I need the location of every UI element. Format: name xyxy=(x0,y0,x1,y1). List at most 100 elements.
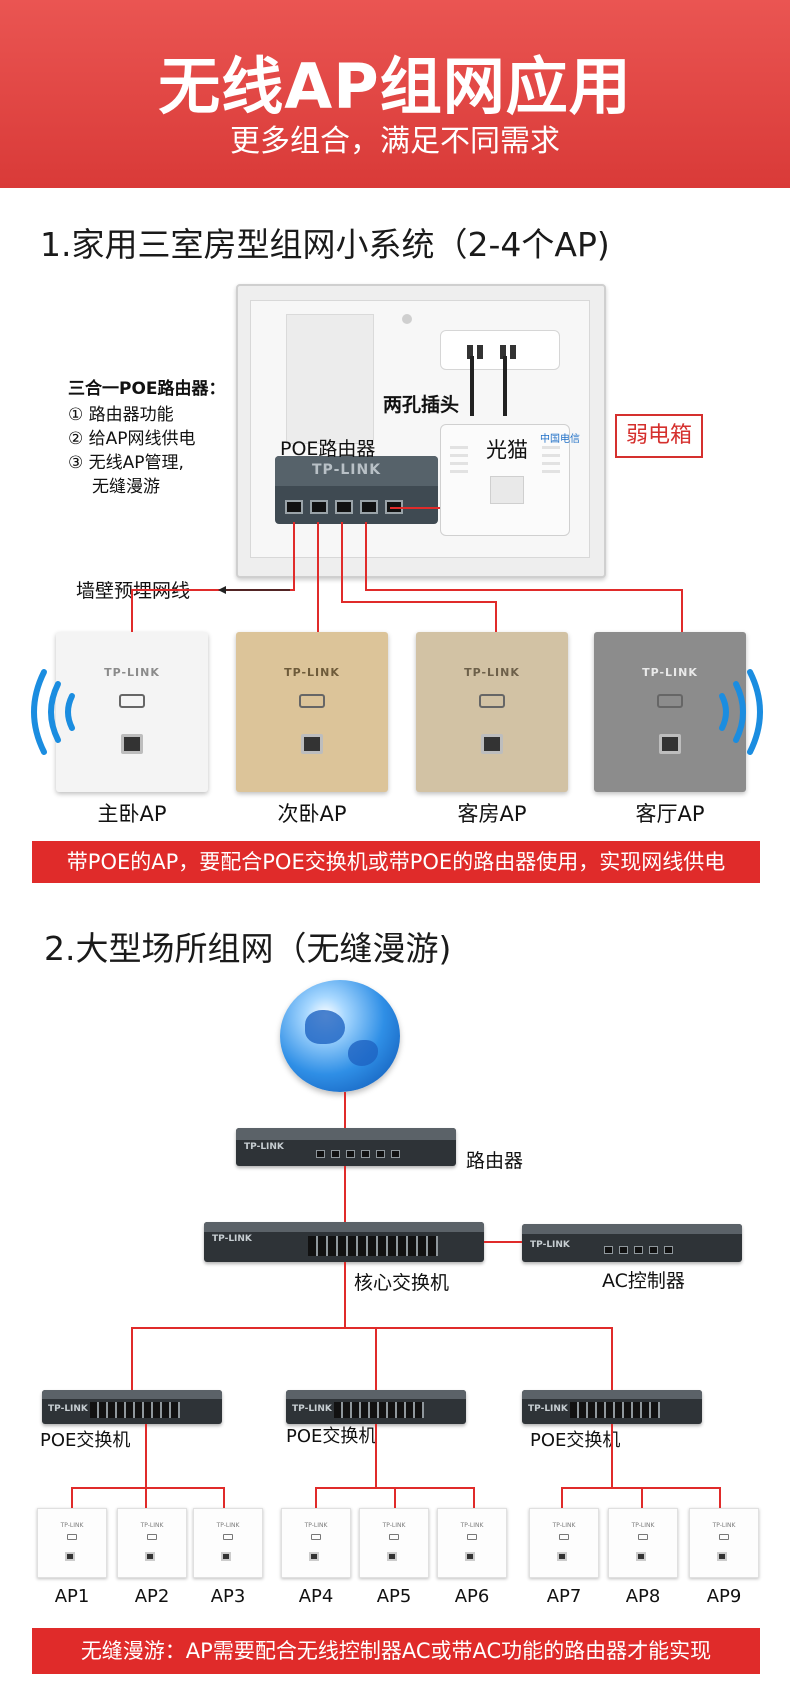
router-feature-1: ① 路由器功能 xyxy=(68,405,174,425)
ap-unit-logo: TP-LINK xyxy=(712,1522,736,1529)
poe-switch-ports xyxy=(90,1402,180,1418)
vent xyxy=(450,454,468,457)
poe-switch-label-2: POE交换机 xyxy=(286,1426,377,1447)
ap-unit xyxy=(117,1508,187,1578)
ap-unit xyxy=(608,1508,678,1578)
router-label: 路由器 xyxy=(466,1150,524,1172)
plug-pin xyxy=(477,345,483,359)
ap-logo: TP-LINK xyxy=(642,666,698,679)
section1-title: 1.家用三室房型组网小系统（2-4个AP) xyxy=(40,225,610,264)
ethernet-port-icon xyxy=(221,1552,231,1561)
router-device-logo: TP-LINK xyxy=(244,1142,284,1152)
power-cord xyxy=(470,356,474,416)
ap-panel-second xyxy=(236,632,388,792)
ethernet-port-icon xyxy=(65,1552,75,1561)
router-feature-3: ③ 无线AP管理, xyxy=(68,453,184,473)
wifi-indicator-icon xyxy=(119,694,145,708)
poe-router-label: POE路由器 xyxy=(280,438,376,460)
vent xyxy=(542,470,560,473)
poe-switch-label-1: POE交换机 xyxy=(40,1430,131,1451)
vent xyxy=(542,462,560,465)
ap-unit-logo: TP-LINK xyxy=(304,1522,328,1529)
ap-name-master: 主卧AP xyxy=(97,802,167,826)
globe-continent xyxy=(305,1010,345,1044)
modem-label: 光猫 xyxy=(486,438,528,462)
ap-unit xyxy=(529,1508,599,1578)
ap-name-living: 客厅AP xyxy=(635,802,705,826)
core-switch-ports xyxy=(308,1236,438,1256)
router-device-port xyxy=(361,1150,370,1158)
header-banner xyxy=(0,0,790,188)
ethernet-port-icon xyxy=(121,734,143,754)
ethernet-port-icon xyxy=(557,1552,567,1561)
core-switch-label: 核心交换机 xyxy=(354,1272,450,1294)
vent xyxy=(542,454,560,457)
ap-unit xyxy=(281,1508,351,1578)
ap-logo: TP-LINK xyxy=(284,666,340,679)
ac-controller-top xyxy=(522,1224,742,1234)
ap-unit xyxy=(437,1508,507,1578)
poe-switch-top xyxy=(522,1390,702,1399)
mount-hole xyxy=(402,314,412,324)
ac-port xyxy=(649,1246,658,1254)
ap-unit-logo: TP-LINK xyxy=(631,1522,655,1529)
cable-distribution xyxy=(131,1327,613,1390)
router-port xyxy=(310,500,328,514)
wifi-indicator-icon xyxy=(719,1534,729,1540)
ac-port xyxy=(634,1246,643,1254)
ethernet-port-icon xyxy=(636,1552,646,1561)
wifi-indicator-icon xyxy=(223,1534,233,1540)
router-device-port xyxy=(331,1150,340,1158)
wifi-indicator-icon xyxy=(657,694,683,708)
wifi-indicator-icon xyxy=(299,694,325,708)
wifi-indicator-icon xyxy=(467,1534,477,1540)
ethernet-port-icon xyxy=(309,1552,319,1561)
power-cord xyxy=(503,356,507,416)
router-port xyxy=(285,500,303,514)
ap-logo: TP-LINK xyxy=(104,666,160,679)
wifi-indicator-icon xyxy=(67,1534,77,1540)
wifi-indicator-icon xyxy=(389,1534,399,1540)
router-device-port xyxy=(316,1150,325,1158)
core-switch-top xyxy=(204,1222,484,1232)
vent xyxy=(450,470,468,473)
ap-unit-logo: TP-LINK xyxy=(460,1522,484,1529)
ap-unit-label: AP8 xyxy=(625,1586,661,1607)
poe-switch-logo: TP-LINK xyxy=(292,1404,332,1414)
banner-subtitle: 更多组合，满足不同需求 xyxy=(230,124,560,159)
poe-usage-note: 带POE的AP，要配合POE交换机或带POE的路由器使用，实现网线供电 xyxy=(32,841,760,883)
ap-unit-logo: TP-LINK xyxy=(382,1522,406,1529)
ethernet-port-icon xyxy=(659,734,681,754)
ap-unit xyxy=(359,1508,429,1578)
wall-cable-arrow-icon xyxy=(218,586,226,594)
poe-switch-ports xyxy=(570,1402,660,1418)
ap-unit-logo: TP-LINK xyxy=(552,1522,576,1529)
router-logo: TP-LINK xyxy=(312,462,382,478)
vent xyxy=(450,446,468,449)
cable-guest xyxy=(341,522,497,632)
plug-label: 两孔插头 xyxy=(383,394,460,416)
router-port xyxy=(335,500,353,514)
wifi-indicator-icon xyxy=(479,694,505,708)
ap-unit-logo: TP-LINK xyxy=(140,1522,164,1529)
ethernet-port-icon xyxy=(301,734,323,754)
globe-continent xyxy=(348,1040,378,1066)
ethernet-port-icon xyxy=(717,1552,727,1561)
router-device-port xyxy=(376,1150,385,1158)
ethernet-port-icon xyxy=(145,1552,155,1561)
router-device-top xyxy=(236,1128,456,1140)
ap-unit-label: AP1 xyxy=(54,1586,90,1607)
section2-title: 2.大型场所组网（无缝漫游) xyxy=(44,929,452,968)
ac-controller-label: AC控制器 xyxy=(602,1270,685,1292)
ap-unit-label: AP4 xyxy=(298,1586,334,1607)
ac-port xyxy=(604,1246,613,1254)
ap-unit-logo: TP-LINK xyxy=(60,1522,84,1529)
ap-unit-label: AP2 xyxy=(134,1586,170,1607)
poe-switch-logo: TP-LINK xyxy=(48,1404,88,1414)
ap-unit-label: AP5 xyxy=(376,1586,412,1607)
cable-lines xyxy=(71,507,721,1508)
plug-pin xyxy=(500,345,506,359)
ac-port xyxy=(664,1246,673,1254)
core-switch-logo: TP-LINK xyxy=(212,1234,252,1244)
